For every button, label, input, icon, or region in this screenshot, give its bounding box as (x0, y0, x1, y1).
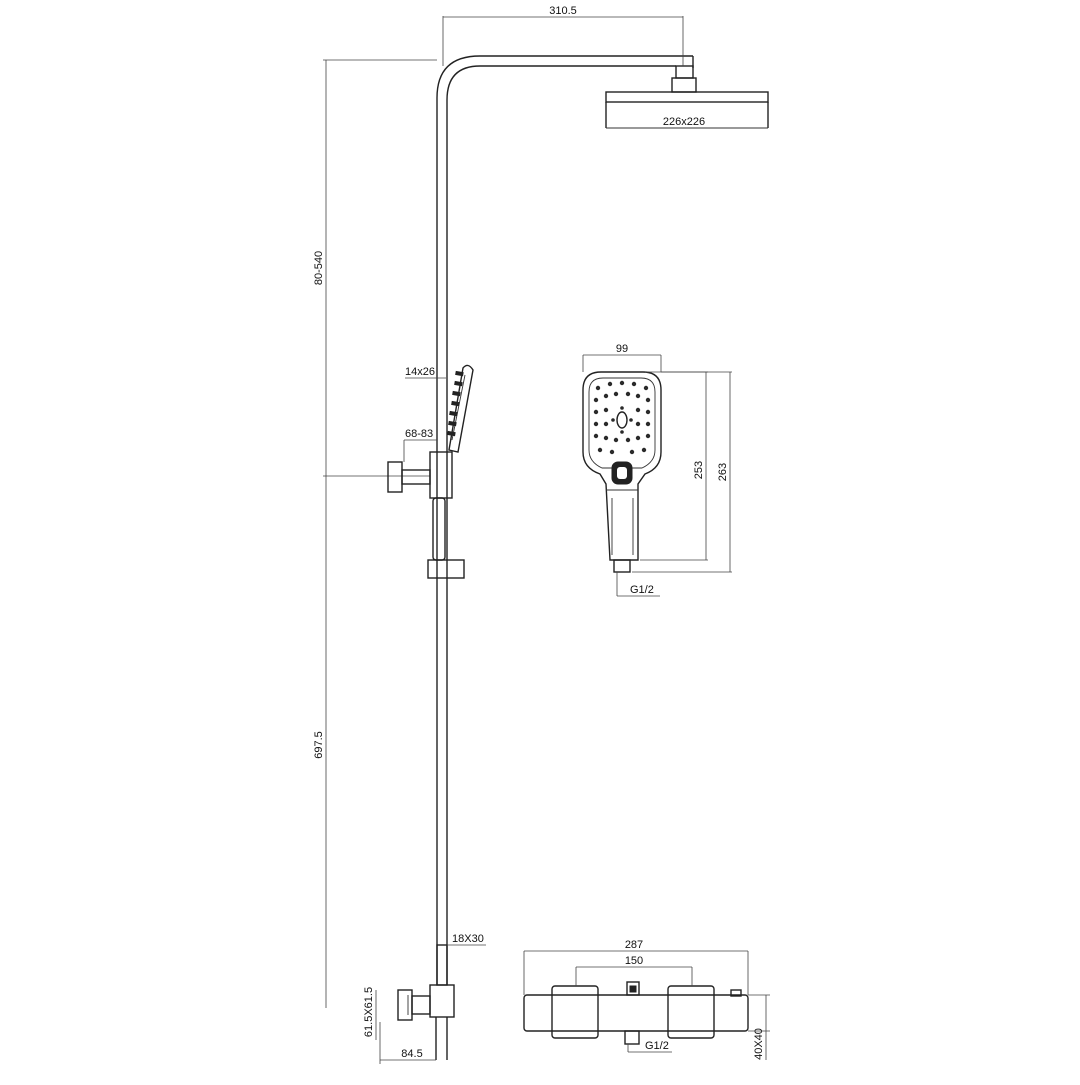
arm-length-dimension: 310.5 (442, 5, 684, 66)
valve-centers-label: 150 (625, 955, 643, 967)
hand-shower-dimensions: 99 253 263 G1/2 (582, 343, 732, 597)
rain-shower-head (605, 65, 769, 129)
thermostatic-valve (523, 981, 749, 1045)
arm-length-label: 310.5 (549, 5, 577, 17)
slide-holder (427, 451, 465, 579)
hand-width-label: 99 (616, 343, 628, 355)
height-adjust-dimension: 80-540 697.5 (313, 59, 437, 1008)
wall-bracket (387, 461, 431, 493)
bracket-range-label: 68-83 (405, 428, 433, 440)
holder-size-label: 14x26 (405, 366, 435, 378)
valve-dimensions: 287 150 G1/2 40X40 (523, 939, 770, 1060)
bottom-elbow (397, 944, 455, 1060)
elbow-size-label: 61.5X61.5 (363, 987, 375, 1037)
holder-dimensions: 14x26 68-83 (403, 366, 446, 462)
valve-length-label: 287 (625, 939, 643, 951)
pipe-section-label: 18X30 (452, 933, 484, 945)
hand-thread-label: G1/2 (630, 584, 654, 596)
rail-length-label: 697.5 (313, 731, 325, 759)
shower-arm (436, 55, 694, 985)
hand-shower-front (582, 371, 662, 573)
hand-shower-side (447, 364, 474, 453)
valve-thread-label: G1/2 (645, 1040, 669, 1052)
valve-section-label: 40X40 (753, 1028, 765, 1060)
height-adjust-label: 80-540 (313, 251, 325, 285)
hand-inner-length-label: 253 (693, 461, 705, 479)
elbow-offset-label: 84.5 (401, 1048, 422, 1060)
head-size-label: 226x226 (663, 116, 705, 128)
hand-outer-length-label: 263 (717, 463, 729, 481)
elbow-dimensions: 18X30 61.5X61.5 84.5 (363, 933, 486, 1064)
